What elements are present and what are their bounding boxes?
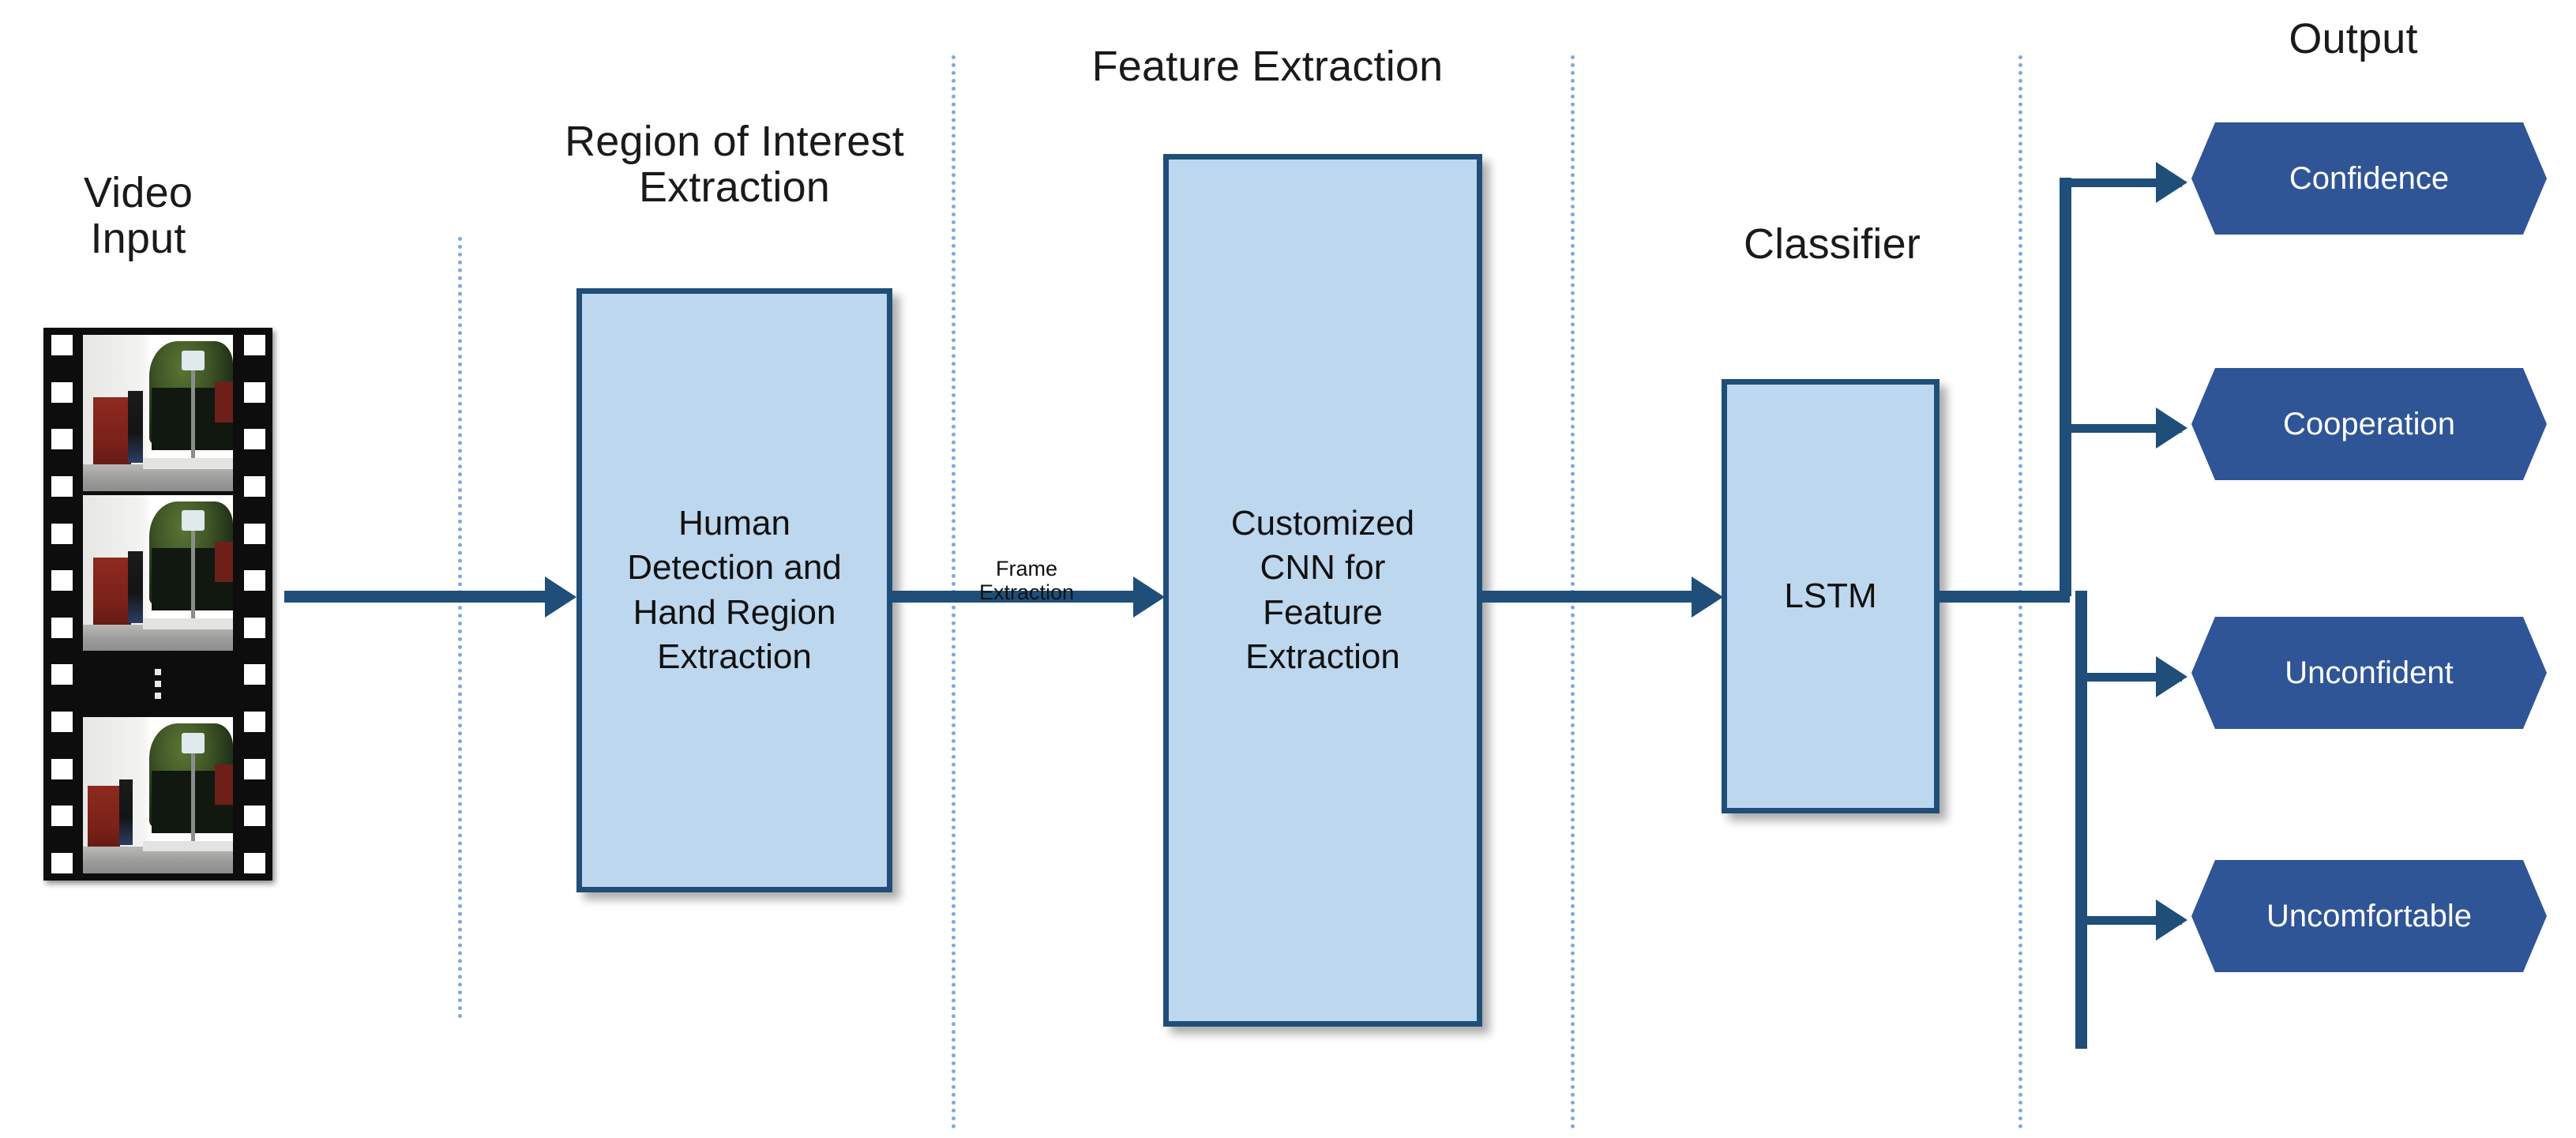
output-node-uncomfortable[interactable]: Uncomfortable: [2191, 860, 2547, 972]
lstm-classifier-box[interactable]: LSTM: [1722, 379, 1940, 813]
cnn-feature-extraction-box-label: Customized CNN for Feature Extraction: [1230, 503, 1415, 676]
output-node-cooperation-label: Cooperation: [2283, 406, 2455, 441]
output-node-uncomfortable-label: Uncomfortable: [2266, 898, 2473, 933]
branch-arrow-confidence: [2156, 162, 2187, 203]
filmstrip-ellipsis-icon: [83, 655, 233, 714]
branch-line-uncomfortable: [2075, 916, 2182, 925]
branch-line-unconfident: [2075, 673, 2182, 682]
video-frame-n: [83, 717, 233, 874]
branch-trunk-lower: [2075, 591, 2087, 1049]
output-node-unconfident[interactable]: Unconfident: [2191, 617, 2547, 729]
branch-trunk-horizontal: [1940, 591, 2070, 603]
stage-title-output: Output: [2289, 15, 2418, 62]
roi-extraction-box-label: Human Detection and Hand Region Extracti…: [627, 503, 842, 676]
filmstrip-frames: [80, 328, 236, 881]
arrow-roi-to-cnn-shaft: [892, 591, 1133, 603]
branch-line-cooperation: [2060, 424, 2182, 433]
video-frame-2: [83, 494, 233, 652]
branch-arrow-uncomfortable: [2156, 900, 2187, 941]
arrow-roi-to-cnn-head: [1133, 577, 1165, 618]
divider-video-roi: [458, 237, 462, 1019]
stage-title-classifier: Classifier: [1743, 220, 1921, 268]
stage-title-feature: Feature Extraction: [1091, 43, 1444, 90]
roi-extraction-box[interactable]: Human Detection and Hand Region Extracti…: [576, 288, 892, 892]
branch-line-confidence: [2060, 178, 2182, 187]
arrow-video-to-roi-shaft: [284, 591, 545, 603]
filmstrip-perforations-left: [43, 328, 80, 881]
video-input-filmstrip: [43, 328, 272, 881]
arrow-cnn-to-lstm-head: [1692, 577, 1723, 618]
arrow-video-to-roi-head: [545, 577, 576, 618]
output-node-unconfident-label: Unconfident: [2285, 655, 2454, 690]
output-node-confidence-label: Confidence: [2289, 160, 2450, 196]
stage-title-roi: Region of Interest Extraction: [565, 118, 904, 212]
arrow-cnn-to-lstm-shaft: [1482, 591, 1692, 603]
cnn-feature-extraction-box[interactable]: Customized CNN for Feature Extraction: [1163, 154, 1482, 1027]
branch-arrow-unconfident: [2156, 656, 2187, 697]
branch-trunk-upper: [2060, 178, 2071, 596]
branch-arrow-cooperation: [2156, 408, 2187, 449]
edge-label-frame-extraction: Frame Extraction: [978, 557, 1075, 605]
stage-title-video-input: Video Input: [83, 169, 193, 263]
lstm-classifier-box-label: LSTM: [1784, 576, 1877, 615]
output-node-cooperation[interactable]: Cooperation: [2191, 368, 2547, 480]
video-frame-1: [83, 335, 233, 491]
output-node-confidence[interactable]: Confidence: [2191, 122, 2547, 235]
filmstrip-perforations-right: [236, 328, 272, 881]
